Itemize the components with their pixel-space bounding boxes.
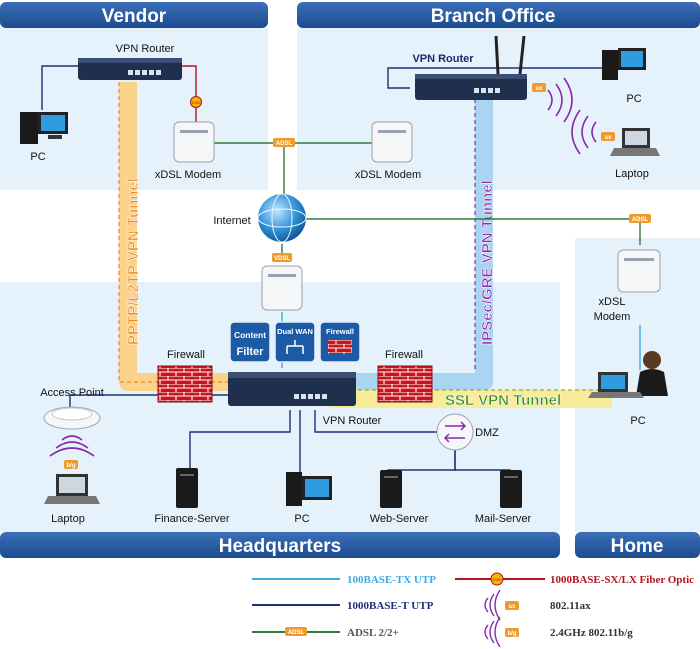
legend-bg-label: 2.4GHz 802.11b/g: [550, 627, 633, 639]
vendor-modem-icon: [173, 121, 215, 163]
vendor-vpn-router-label: VPN Router: [116, 43, 175, 55]
ssl-tunnel-label: SSL VPN Tunnel: [445, 392, 561, 409]
home-modem-label-2: Modem: [594, 311, 631, 323]
branch-title-bar: [297, 2, 700, 28]
legend-adsl-label: ADSL 2/2+: [347, 627, 399, 639]
wifi-waves-access-point: [49, 435, 95, 457]
home-pc-label: PC: [630, 415, 645, 427]
hq-pc-icon: [286, 472, 332, 506]
firewall-feature-label: Firewall: [326, 327, 354, 336]
svg-text:b/g: b/g: [508, 631, 517, 637]
branch-modem-icon: [371, 121, 413, 163]
hq-laptop-icon: [44, 474, 100, 504]
legend-bg-waves: [484, 616, 501, 648]
legend-fiber-label: 1000BASE-SX/LX Fiber Optic: [550, 574, 694, 586]
dual-wan-icon: [274, 321, 316, 363]
finance-server-icon: [176, 468, 198, 508]
home-title: Home: [611, 536, 664, 557]
vendor-title-bar: [0, 2, 268, 28]
link-tag-ax-laptop: ax: [601, 132, 615, 141]
link-tag-bg: b/g: [64, 460, 78, 469]
firewall-left-icon: [157, 365, 213, 403]
svg-text:ADSL: ADSL: [632, 217, 649, 223]
vendor-vpn-router: [78, 58, 182, 80]
content-filter-icon: [229, 321, 271, 363]
wifi-waves-branch-laptop: [571, 109, 597, 155]
branch-vpn-router: [415, 35, 527, 100]
hq-vpn-router-label: VPN Router: [323, 415, 382, 427]
mail-server-icon: [500, 470, 522, 508]
internet-label: Internet: [213, 215, 250, 227]
hq-title-bar: [0, 532, 560, 558]
legend-ax-label: 802.11ax: [550, 600, 591, 612]
dual-wan-label: Dual WAN: [277, 327, 313, 336]
branch-laptop-icon: [610, 128, 660, 156]
hq-modem-icon: [261, 265, 303, 311]
ipsec-tunnel-band: [320, 92, 493, 391]
link-tag-ax: ax: [532, 83, 546, 92]
content-filter-line2: Filter: [237, 346, 265, 358]
svg-text:ADSL: ADSL: [276, 141, 293, 147]
branch-modem-label: xDSL Modem: [355, 169, 421, 181]
link-tag-vdsl: VDSL: [272, 253, 292, 262]
hq-laptop-label: Laptop: [51, 513, 85, 525]
svg-text:1000: 1000: [192, 100, 202, 105]
home-user-icon: [588, 351, 668, 398]
branch-vpn-router-label: VPN Router: [412, 53, 474, 65]
svg-text:b/g: b/g: [67, 463, 76, 469]
legend-ax-waves: [484, 589, 501, 621]
link-tag-fiber: 1000: [190, 96, 202, 108]
finance-server-label: Finance-Server: [154, 513, 230, 525]
mail-server-label: Mail-Server: [475, 513, 532, 525]
link-tag-adsl-1: ADSL: [273, 138, 295, 147]
web-server-label: Web-Server: [370, 513, 429, 525]
vendor-modem-label: xDSL Modem: [155, 169, 221, 181]
hq-title: Headquarters: [219, 536, 342, 557]
home-modem-label-1: xDSL: [599, 296, 626, 308]
branch-laptop-label: Laptop: [615, 168, 649, 180]
pptp-tunnel-label: PPTP/L2TP VPN Tunnel: [125, 178, 142, 345]
svg-text:1000: 1000: [493, 577, 503, 582]
ipsec-tunnel-label: IPSec/GRE VPN Tunnel: [479, 180, 496, 345]
branch-title: Branch Office: [431, 6, 556, 27]
firewall-right-icon: [377, 365, 433, 403]
link-tag-adsl-2: ADSL: [629, 214, 651, 223]
hq-vpn-router: [228, 372, 356, 406]
content-filter-line1: Content: [234, 330, 266, 340]
web-server-icon: [380, 470, 402, 508]
svg-text:ADSL: ADSL: [288, 630, 305, 636]
home-modem-icon: [617, 249, 661, 293]
firewall-left-label: Firewall: [167, 349, 205, 361]
internet-globe-icon: [257, 193, 307, 243]
firewall-right-label: Firewall: [385, 349, 423, 361]
vendor-pc-icon: [20, 112, 68, 144]
svg-text:VDSL: VDSL: [274, 256, 290, 262]
legend-fast-label: 100BASE-TX UTP: [347, 574, 436, 586]
firewall-feature-icon: [319, 321, 361, 363]
svg-text:ax: ax: [509, 604, 516, 610]
access-point-label: Access Point: [40, 387, 104, 399]
home-title-bar: [575, 532, 700, 558]
vendor-pc-label: PC: [30, 151, 45, 163]
wifi-waves-branch-router: [547, 77, 573, 123]
vendor-title: Vendor: [102, 6, 167, 27]
svg-text:ax: ax: [605, 135, 612, 141]
dmz-label: DMZ: [475, 427, 499, 439]
access-point-icon: [43, 406, 101, 430]
legend: 100BASE-TX UTP 1000BASE-T UTP ADSL ADSL …: [252, 572, 694, 648]
svg-text:ax: ax: [536, 86, 543, 92]
branch-pc-icon: [602, 48, 646, 80]
hq-pc-label: PC: [294, 513, 309, 525]
dmz-switch-icon: [436, 413, 474, 451]
legend-gigabit-label: 1000BASE-T UTP: [347, 600, 434, 612]
branch-pc-label: PC: [626, 93, 641, 105]
